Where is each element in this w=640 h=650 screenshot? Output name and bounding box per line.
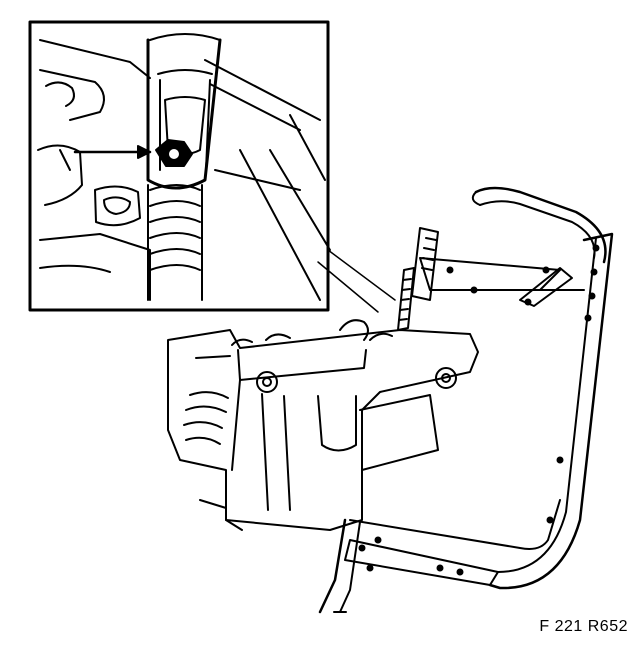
leader-line-1 [317, 261, 379, 313]
detail-inset [28, 20, 331, 312]
valve-spring-compressor [318, 186, 614, 614]
cylinder-head [167, 319, 479, 531]
inset-frame [28, 20, 330, 312]
tool-tube [146, 38, 222, 190]
valve-spring [149, 184, 201, 271]
spindle [411, 227, 439, 301]
figure-code: F 221 R652 [539, 618, 628, 635]
leader-line-2 [327, 249, 396, 301]
